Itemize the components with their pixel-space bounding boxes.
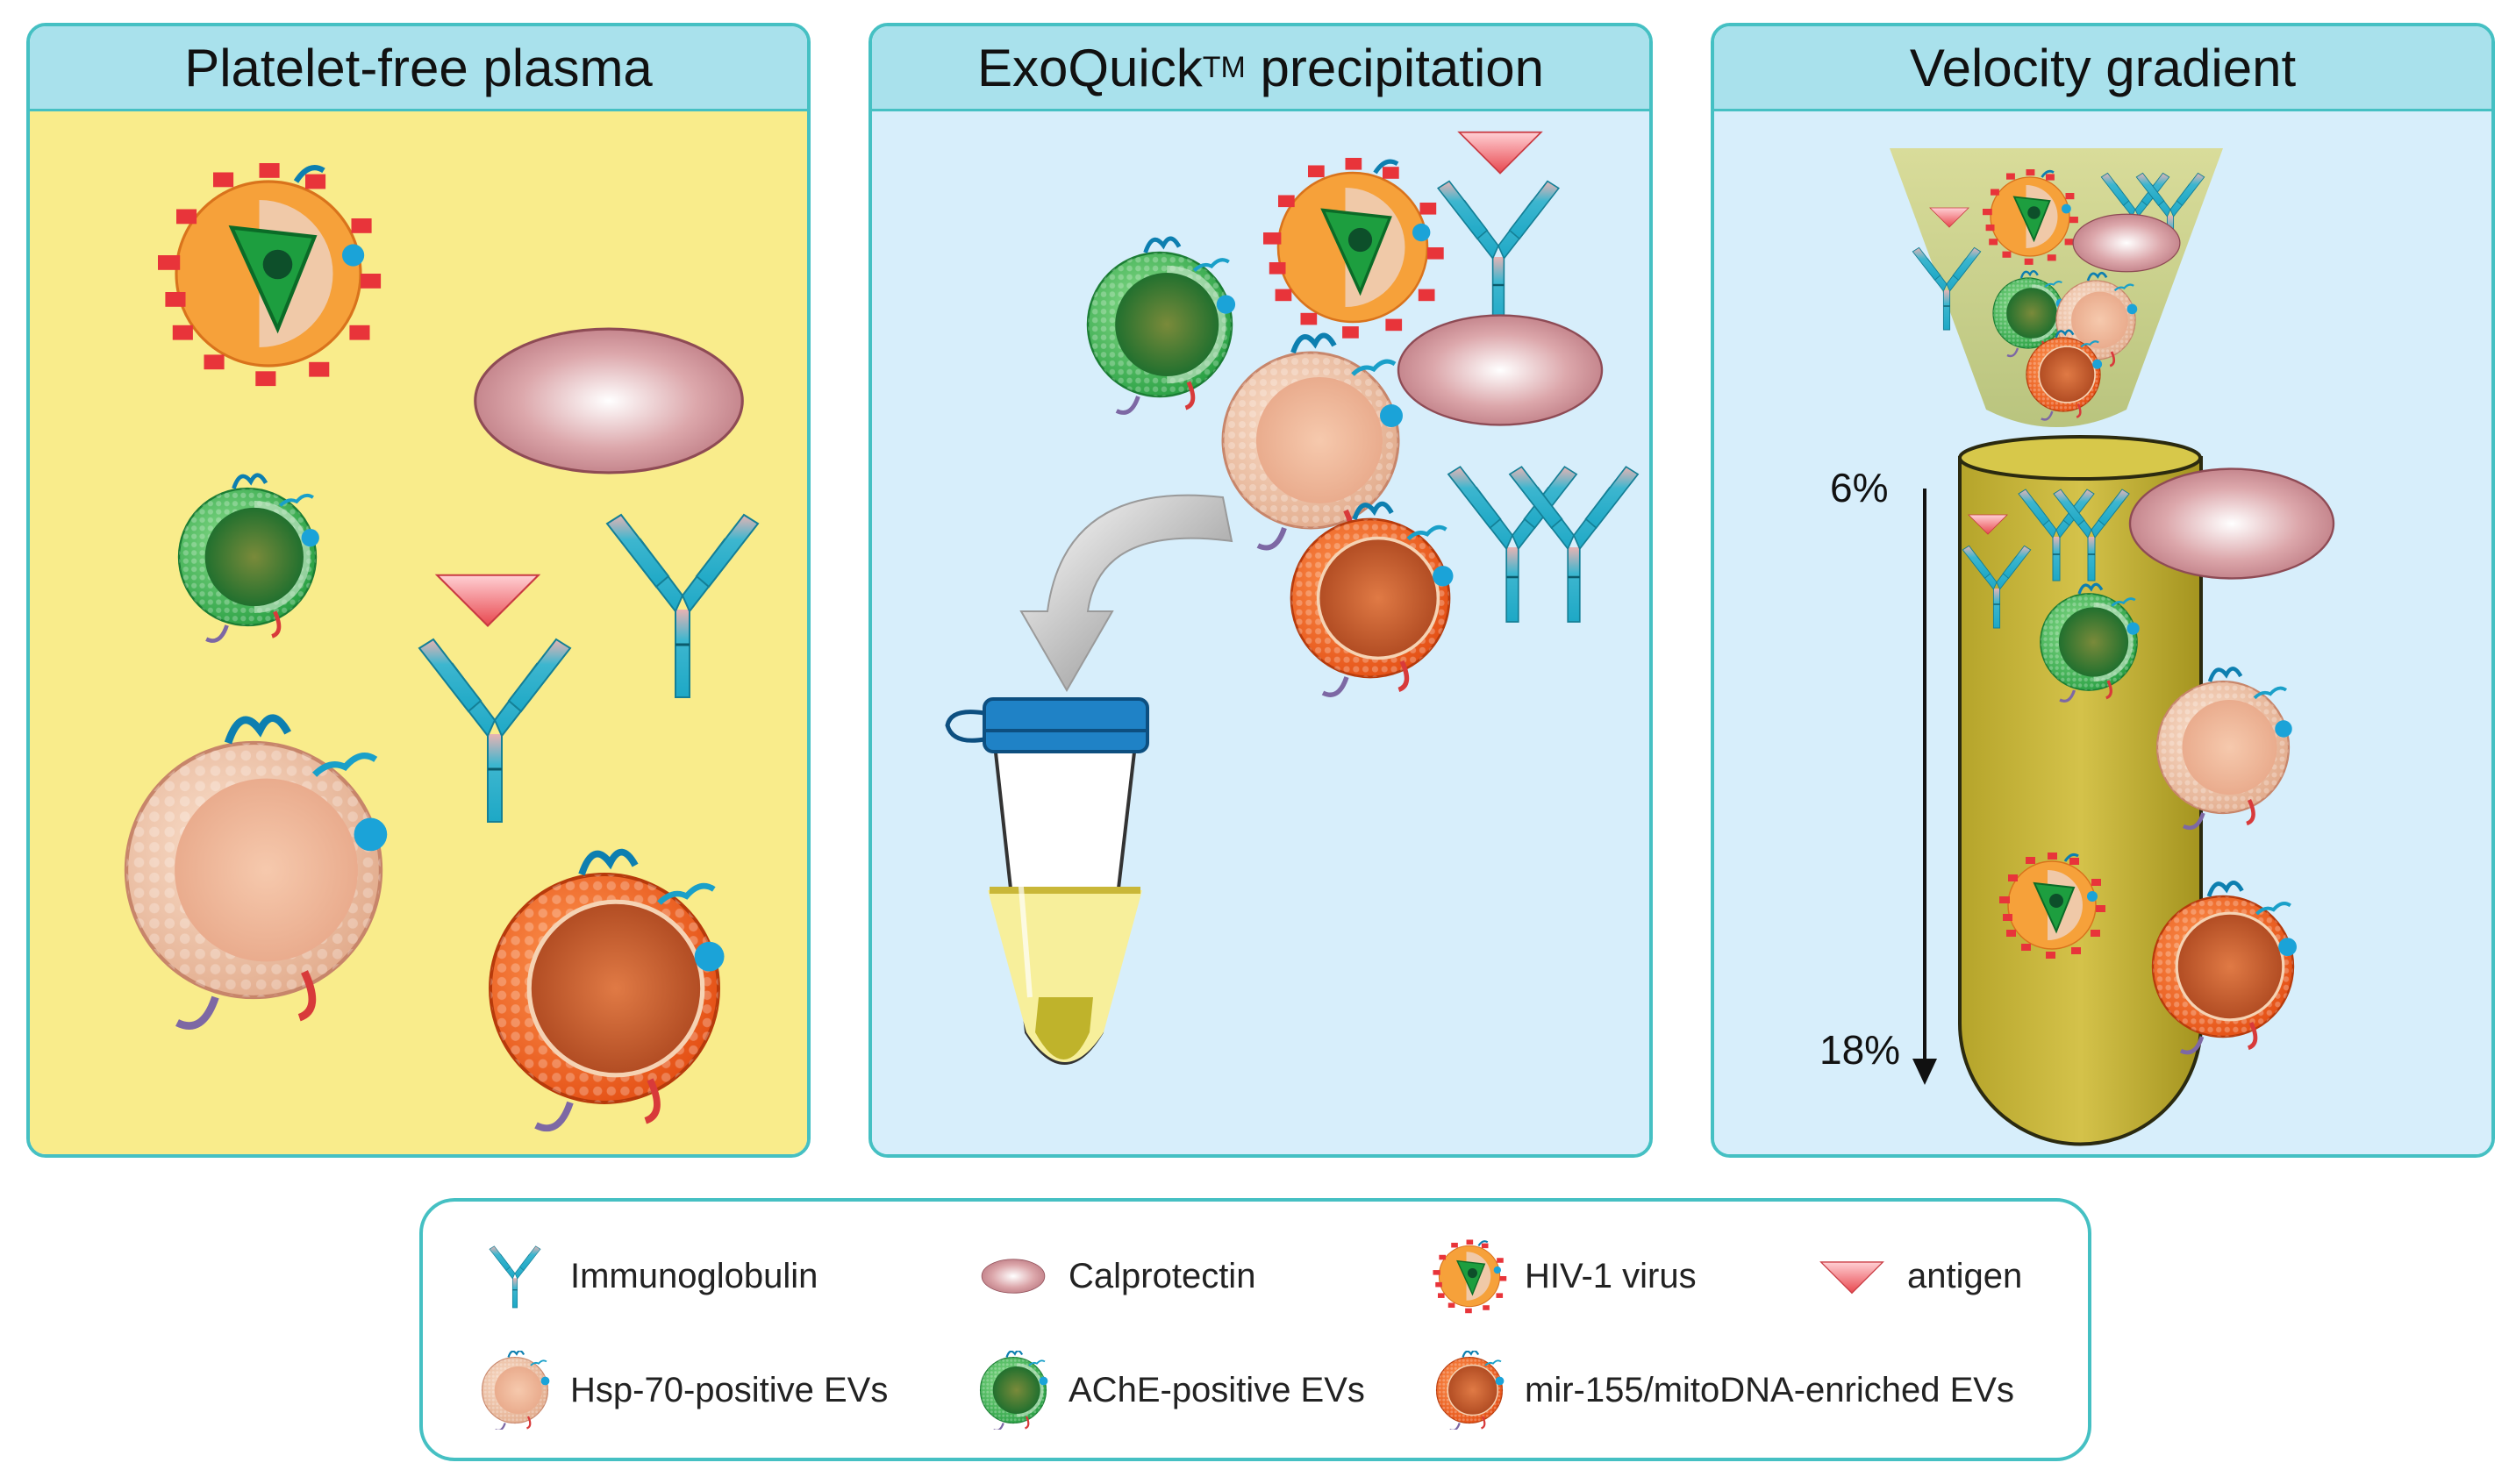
panel-title-sup: TM (1202, 50, 1246, 84)
gradient-illustration (1890, 148, 2335, 1146)
legend-item-calprotectin: Calprotectin (974, 1237, 1255, 1316)
transfer-arrow (1019, 494, 1233, 692)
velocity-gradient-panel: Velocity gradient (1711, 23, 2495, 1158)
legend-label: mir-155/mitoDNA-enriched EVs (1525, 1370, 2014, 1409)
ache-ev-icon (179, 475, 319, 641)
hsp70-ev-icon (1223, 335, 1403, 547)
gradient-bottom-label: 18% (1819, 1027, 1901, 1073)
immunoglobulin-icon (418, 638, 572, 824)
legend: Immunoglobulin Calprotectin HIV-1 virus … (419, 1198, 2091, 1461)
immunoglobulin-icon (1436, 180, 1561, 329)
legend-item-mir155: mir-155/mitoDNA-enriched EVs (1430, 1351, 2014, 1430)
hiv-virus-icon (158, 163, 381, 386)
legend-label: HIV-1 virus (1525, 1256, 1697, 1295)
platelet-free-plasma-panel: Platelet-free plasma (26, 23, 811, 1158)
immunoglobulin-icon (1508, 465, 1640, 624)
panel-title-rest: precipitation (1245, 38, 1545, 97)
legend-label: AChE-positive EVs (1069, 1370, 1365, 1409)
legend-item-hiv: HIV-1 virus (1430, 1237, 1697, 1316)
hiv-virus-icon (1432, 1238, 1508, 1315)
antigen-icon (1458, 131, 1542, 175)
gradient-arrow-head (1912, 1059, 1937, 1085)
panel-title-main: ExoQuick (976, 38, 1203, 97)
gradient-tube (1958, 435, 2203, 1146)
panel-title: Velocity gradient (1714, 26, 2491, 111)
ache-ev-icon (974, 1351, 1053, 1430)
plasma-illustration (30, 111, 760, 1154)
antigen-icon (436, 574, 540, 627)
calprotectin-icon (474, 327, 744, 474)
hiv-virus-icon (1263, 158, 1444, 339)
immunoglobulin-icon (489, 1245, 541, 1309)
exoquick-area (872, 111, 1649, 1154)
gradient-top-label: 6% (1830, 465, 1889, 510)
legend-item-hsp70: Hsp-70-positive EVs (475, 1351, 888, 1430)
gradient-area: 6% 18% (1714, 111, 2491, 1154)
exoquick-illustration (945, 131, 1640, 1065)
legend-label: Hsp-70-positive EVs (570, 1370, 889, 1409)
microcentrifuge-tube (945, 697, 1149, 1065)
panel-title: Platelet-free plasma (30, 26, 807, 111)
mir155-ev-icon (490, 853, 725, 1129)
immunoglobulin-icon (1447, 465, 1578, 624)
plasma-area (30, 111, 807, 1154)
mir155-ev-icon (1430, 1351, 1509, 1430)
legend-label: Calprotectin (1069, 1256, 1256, 1295)
ache-ev-icon (1088, 239, 1235, 412)
legend-item-ache: AChE-positive EVs (974, 1351, 1365, 1430)
mir155-ev-icon (1291, 503, 1454, 695)
antigen-icon (1819, 1261, 1884, 1294)
legend-label: antigen (1907, 1256, 2023, 1295)
legend-item-antigen: antigen (1812, 1237, 2022, 1316)
calprotectin-icon (1397, 314, 1604, 426)
hsp70-ev-icon (475, 1351, 554, 1430)
calprotectin-icon (2072, 213, 2181, 273)
legend-item-immunoglobulin: Immunoglobulin (475, 1237, 818, 1316)
legend-label: Immunoglobulin (570, 1256, 818, 1295)
calprotectin-icon (981, 1259, 1046, 1294)
calprotectin-icon (2128, 467, 2335, 580)
immunoglobulin-icon (605, 513, 760, 699)
hsp70-ev-icon (126, 718, 387, 1026)
